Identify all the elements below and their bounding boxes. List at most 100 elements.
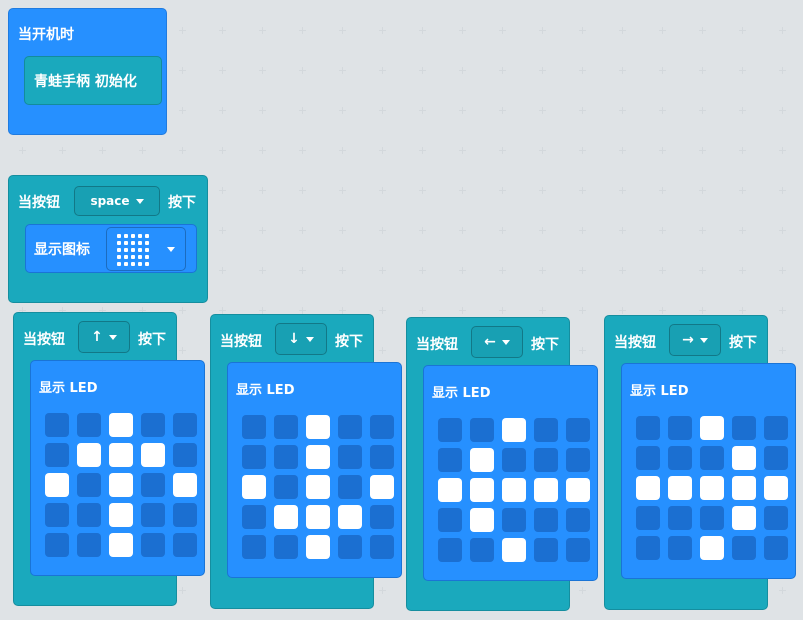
led-cell[interactable]	[502, 448, 526, 472]
on-start-event-block[interactable]: 当开机时 青蛙手柄 初始化	[8, 8, 167, 135]
show-icon-block[interactable]: 显示图标	[25, 224, 197, 273]
led-cell[interactable]	[45, 473, 69, 497]
led-cell[interactable]	[732, 416, 756, 440]
led-cell[interactable]	[534, 538, 558, 562]
led-cell[interactable]	[470, 448, 494, 472]
led-cell[interactable]	[438, 418, 462, 442]
icon-picker-dropdown[interactable]	[106, 227, 186, 271]
led-cell[interactable]	[534, 418, 558, 442]
led-cell[interactable]	[77, 413, 101, 437]
led-cell[interactable]	[438, 448, 462, 472]
led-cell[interactable]	[338, 505, 362, 529]
led-cell[interactable]	[764, 506, 788, 530]
led-cell[interactable]	[306, 415, 330, 439]
led-cell[interactable]	[77, 443, 101, 467]
led-cell[interactable]	[77, 503, 101, 527]
button-key-dropdown[interactable]: space	[74, 186, 160, 216]
led-cell[interactable]	[470, 508, 494, 532]
led-cell[interactable]	[109, 503, 133, 527]
led-cell[interactable]	[274, 415, 298, 439]
led-cell[interactable]	[636, 536, 660, 560]
led-cell[interactable]	[700, 536, 724, 560]
led-cell[interactable]	[173, 533, 197, 557]
button-down-event-block[interactable]: 当按钮↓按下显示 LED	[210, 314, 402, 609]
led-cell[interactable]	[109, 443, 133, 467]
led-cell[interactable]	[668, 446, 692, 470]
led-cell[interactable]	[668, 416, 692, 440]
led-cell[interactable]	[45, 443, 69, 467]
led-cell[interactable]	[338, 445, 362, 469]
led-cell[interactable]	[370, 535, 394, 559]
led-cell[interactable]	[668, 536, 692, 560]
led-cell[interactable]	[566, 508, 590, 532]
led-cell[interactable]	[370, 445, 394, 469]
led-cell[interactable]	[306, 445, 330, 469]
led-cell[interactable]	[764, 536, 788, 560]
led-cell[interactable]	[274, 475, 298, 499]
led-cell[interactable]	[141, 503, 165, 527]
led-cell[interactable]	[306, 505, 330, 529]
led-cell[interactable]	[173, 503, 197, 527]
led-cell[interactable]	[502, 418, 526, 442]
led-cell[interactable]	[534, 508, 558, 532]
led-cell[interactable]	[668, 476, 692, 500]
led-cell[interactable]	[338, 475, 362, 499]
led-cell[interactable]	[242, 415, 266, 439]
led-cell[interactable]	[732, 446, 756, 470]
show-led-block[interactable]: 显示 LED	[30, 360, 205, 576]
led-cell[interactable]	[173, 413, 197, 437]
led-cell[interactable]	[274, 535, 298, 559]
led-cell[interactable]	[306, 475, 330, 499]
button-key-dropdown[interactable]: ↓	[275, 323, 327, 355]
led-cell[interactable]	[242, 505, 266, 529]
show-led-block[interactable]: 显示 LED	[621, 363, 796, 579]
led-cell[interactable]	[45, 503, 69, 527]
led-cell[interactable]	[173, 443, 197, 467]
led-cell[interactable]	[700, 416, 724, 440]
button-key-dropdown[interactable]: →	[669, 324, 721, 356]
led-cell[interactable]	[764, 446, 788, 470]
led-cell[interactable]	[566, 448, 590, 472]
show-led-block[interactable]: 显示 LED	[423, 365, 598, 581]
led-cell[interactable]	[636, 506, 660, 530]
led-cell[interactable]	[141, 533, 165, 557]
led-cell[interactable]	[700, 506, 724, 530]
button-right-event-block[interactable]: 当按钮→按下显示 LED	[604, 315, 796, 610]
led-cell[interactable]	[502, 478, 526, 502]
led-cell[interactable]	[470, 418, 494, 442]
button-space-event-block[interactable]: 当按钮 space 按下 显示图标	[8, 175, 208, 303]
show-led-block[interactable]: 显示 LED	[227, 362, 402, 578]
button-key-dropdown[interactable]: ←	[471, 326, 523, 358]
led-cell[interactable]	[636, 476, 660, 500]
led-cell[interactable]	[438, 538, 462, 562]
button-key-dropdown[interactable]: ↑	[78, 321, 130, 353]
led-cell[interactable]	[636, 446, 660, 470]
led-cell[interactable]	[566, 418, 590, 442]
led-cell[interactable]	[338, 535, 362, 559]
led-cell[interactable]	[45, 413, 69, 437]
led-cell[interactable]	[141, 443, 165, 467]
led-cell[interactable]	[764, 416, 788, 440]
led-cell[interactable]	[502, 508, 526, 532]
led-cell[interactable]	[764, 476, 788, 500]
led-cell[interactable]	[242, 445, 266, 469]
led-cell[interactable]	[534, 478, 558, 502]
led-cell[interactable]	[109, 413, 133, 437]
led-cell[interactable]	[502, 538, 526, 562]
led-cell[interactable]	[370, 505, 394, 529]
button-up-event-block[interactable]: 当按钮↑按下显示 LED	[13, 312, 205, 606]
led-cell[interactable]	[242, 535, 266, 559]
led-cell[interactable]	[566, 478, 590, 502]
led-cell[interactable]	[438, 478, 462, 502]
led-cell[interactable]	[242, 475, 266, 499]
led-cell[interactable]	[77, 473, 101, 497]
led-cell[interactable]	[700, 446, 724, 470]
led-cell[interactable]	[274, 445, 298, 469]
led-cell[interactable]	[338, 415, 362, 439]
led-cell[interactable]	[141, 413, 165, 437]
led-cell[interactable]	[306, 535, 330, 559]
led-cell[interactable]	[534, 448, 558, 472]
led-cell[interactable]	[109, 473, 133, 497]
led-cell[interactable]	[668, 506, 692, 530]
led-cell[interactable]	[109, 533, 133, 557]
